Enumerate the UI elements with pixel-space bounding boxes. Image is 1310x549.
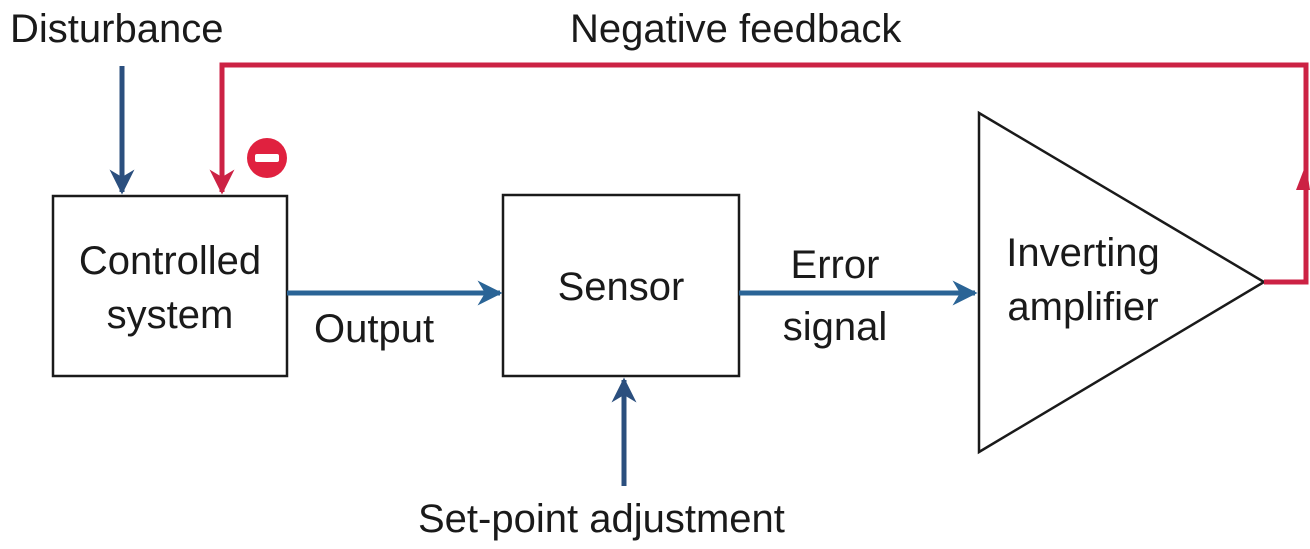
- negative-feedback-label: Negative feedback: [570, 7, 902, 51]
- disturbance-label: Disturbance: [10, 7, 224, 51]
- error-signal-label-line1: Error: [790, 243, 880, 287]
- sensor-label: Sensor: [557, 265, 685, 309]
- minus-sign-bar: [255, 154, 279, 162]
- feedback-arrowhead-right-edge: [1296, 164, 1310, 190]
- output-label: Output: [314, 307, 435, 351]
- controlled-system-box: [51, 194, 289, 378]
- controlled-system-label-line1: Controlled: [78, 239, 262, 283]
- set-point-adjustment-label: Set-point adjustment: [418, 497, 785, 541]
- error-signal-label-line2: signal: [782, 305, 888, 349]
- sensor-box: [501, 193, 741, 378]
- inverting-amplifier-label-line2: amplifier: [1007, 285, 1159, 329]
- negative-feedback-path: [209, 62, 1309, 285]
- controlled-system-label-line2: system: [106, 293, 234, 337]
- inverting-amplifier-label-line1: Inverting: [1006, 231, 1160, 275]
- inverting-amplifier-triangle: [977, 110, 1267, 455]
